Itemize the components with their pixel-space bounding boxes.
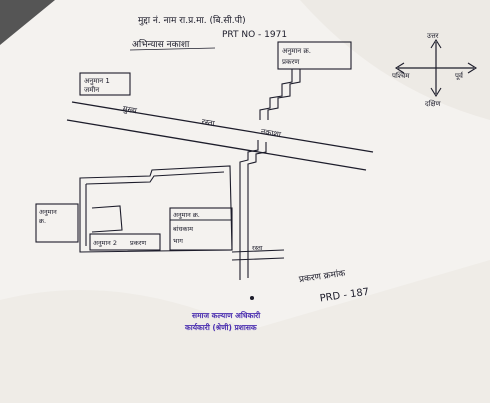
road-label-right: नकाशा [260, 127, 282, 139]
box-inner-b-line-1: अनुमान क्र. [173, 211, 200, 219]
compass-south-label: दक्षिण [425, 99, 442, 108]
plot-box-far-left [35, 203, 79, 243]
compass-north-arrow [430, 38, 442, 49]
box-inner-b-line-2: बांधकाम [173, 225, 193, 233]
road-label-left: मुख्य [122, 104, 138, 116]
paper-fold-shadow [300, 0, 490, 120]
box-upper-left-line-1: अनुमान 1 [84, 77, 110, 85]
plot-box-upper-left [79, 72, 131, 96]
box-inner-a-line-2: प्रकरण [130, 239, 146, 247]
road-label-mid: रस्ता [201, 117, 216, 128]
compass-east-arrow [467, 62, 478, 74]
lane-left-edge [239, 140, 259, 280]
stamp-line-2: कार्यकारी (श्रेणी) प्रशासक [184, 323, 258, 332]
connector-top-inner [267, 69, 301, 120]
box-top-right-line-1: अनुमान क्र. [282, 47, 311, 55]
compound-outline [79, 165, 233, 253]
box-top-right-line-2: प्रकरण [282, 58, 300, 66]
connector-top [259, 69, 293, 120]
header-subtitle: अभिन्यास नकाशा [132, 38, 190, 50]
compound-inner-wall [85, 171, 225, 185]
road-edge-top [71, 101, 374, 153]
lower-road-bottom [231, 257, 285, 261]
box-inner-a-line-1: अनुमान 2 [93, 239, 117, 247]
compass-east-label: पूर्व [455, 71, 464, 80]
subtitle-underline [129, 47, 216, 51]
plot-box-top-right [277, 41, 352, 70]
lower-road-top [231, 249, 285, 253]
compass-west-arrow [394, 62, 405, 74]
box-far-left-line-1: अनुमान [39, 208, 57, 216]
lane-end-dot [249, 295, 255, 301]
inner-room [91, 205, 123, 233]
compass-south-arrow [430, 87, 442, 98]
lane-right-edge [247, 142, 267, 278]
compass-north-label: उत्तर [427, 32, 439, 40]
lower-road-label: रस्ता [252, 244, 263, 252]
dark-corner [0, 0, 55, 45]
compass-west-label: पश्चिम [392, 71, 410, 80]
plot-box-inner-b [169, 207, 233, 251]
box-upper-left-line-2: जमीन [84, 85, 99, 94]
header-line-2: PRT NO - 1971 [222, 30, 287, 40]
header-line-1: मुद्दा नं. नाम रा.प्र.मा. (बि.सी.पी) [138, 14, 246, 26]
paper-fold-shadow-lower [0, 260, 490, 403]
box-far-left-line-2: क्र. [39, 217, 46, 225]
stamp-line-1: समाज कल्याण अधिकारी [191, 311, 261, 320]
road-edge-bottom [66, 119, 367, 171]
box-inner-b-line-3: भाग [173, 237, 183, 245]
plot-box-inner-a [89, 233, 161, 251]
